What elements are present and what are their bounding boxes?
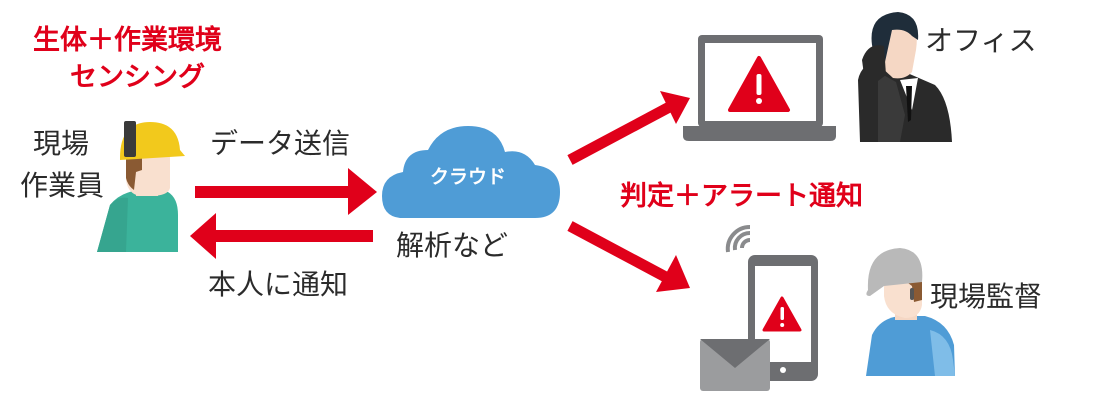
notify-self-label: 本人に通知 xyxy=(208,268,349,301)
sensing-title-line1: 生体＋作業環境 xyxy=(33,25,222,56)
supervisor-label: 現場監督 xyxy=(930,280,1043,313)
office-worker-icon xyxy=(858,12,952,142)
warning-icon xyxy=(728,56,790,112)
supervisor-icon xyxy=(866,248,955,376)
cloud-caption: 解析など xyxy=(396,229,509,262)
worker-icon xyxy=(97,121,185,252)
office-alert-arrow xyxy=(567,91,690,165)
earpiece-icon xyxy=(910,288,914,300)
worker-label-line1: 現場 xyxy=(33,127,90,160)
worker-label-line2: 作業員 xyxy=(20,169,105,202)
send-data-label: データ送信 xyxy=(210,127,351,160)
office-label: オフィス xyxy=(925,24,1037,57)
wearable-sensor-icon xyxy=(124,121,136,157)
email-icon xyxy=(700,339,770,391)
alert-label: 判定＋アラート通知 xyxy=(620,181,863,212)
notify-worker-arrow xyxy=(190,213,373,259)
cloud-icon xyxy=(382,126,560,218)
send-data-arrow xyxy=(195,168,377,215)
sensing-title-line2: センシング xyxy=(70,62,205,93)
cloud-label: クラウド xyxy=(429,166,506,188)
wifi-icon xyxy=(725,224,751,253)
warning-icon xyxy=(762,296,802,332)
site-alert-arrow xyxy=(567,221,690,292)
laptop-icon xyxy=(683,35,836,141)
